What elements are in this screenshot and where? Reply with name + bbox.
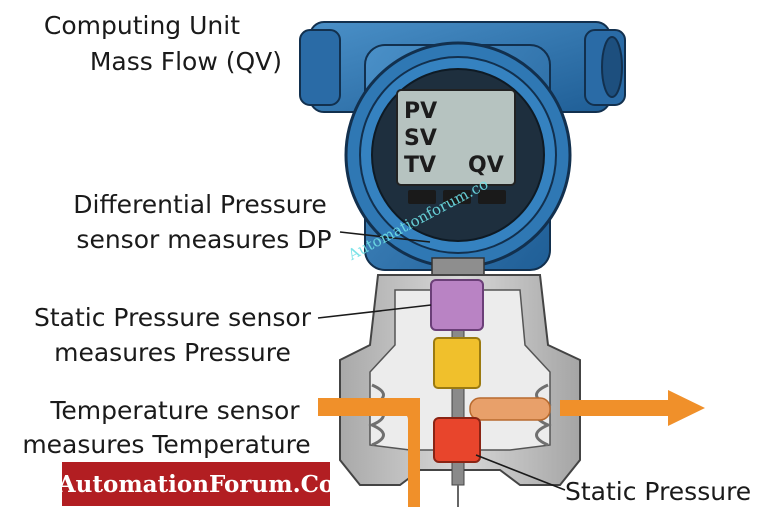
label-computing-unit-line1: Computing Unit xyxy=(43,11,240,40)
label-static-sensor-line2: measures Pressure xyxy=(54,338,291,367)
lcd-tv: TV xyxy=(404,153,436,178)
lcd-qv: QV xyxy=(468,153,504,178)
lcd-pv: PV xyxy=(404,99,437,124)
dp-sensor-purple xyxy=(430,279,484,331)
lcd-sv: SV xyxy=(404,126,437,151)
flow-arrows xyxy=(318,390,705,507)
label-dp-sensor-line2: sensor measures DP xyxy=(76,225,332,254)
temp-sensor-red xyxy=(433,417,481,463)
leader-lines xyxy=(317,231,566,491)
brand-logo: AutomationForum.Co xyxy=(58,462,334,506)
static-sensor-yellow xyxy=(433,337,481,389)
label-temp-sensor-line1: Temperature sensor xyxy=(50,396,300,425)
label-computing-unit-line2: Mass Flow (QV) xyxy=(89,47,282,76)
label-temp-sensor-line2: measures Temperature xyxy=(22,430,311,459)
label-static-sensor-line1: Static Pressure sensor xyxy=(34,303,311,332)
label-static-pressure: Static Pressure xyxy=(565,477,752,506)
brand-logo-text: AutomationForum.Co xyxy=(57,470,335,498)
label-dp-sensor-line1: Differential Pressure xyxy=(73,190,327,219)
lcd-display: PV SV TV QV xyxy=(396,89,516,204)
